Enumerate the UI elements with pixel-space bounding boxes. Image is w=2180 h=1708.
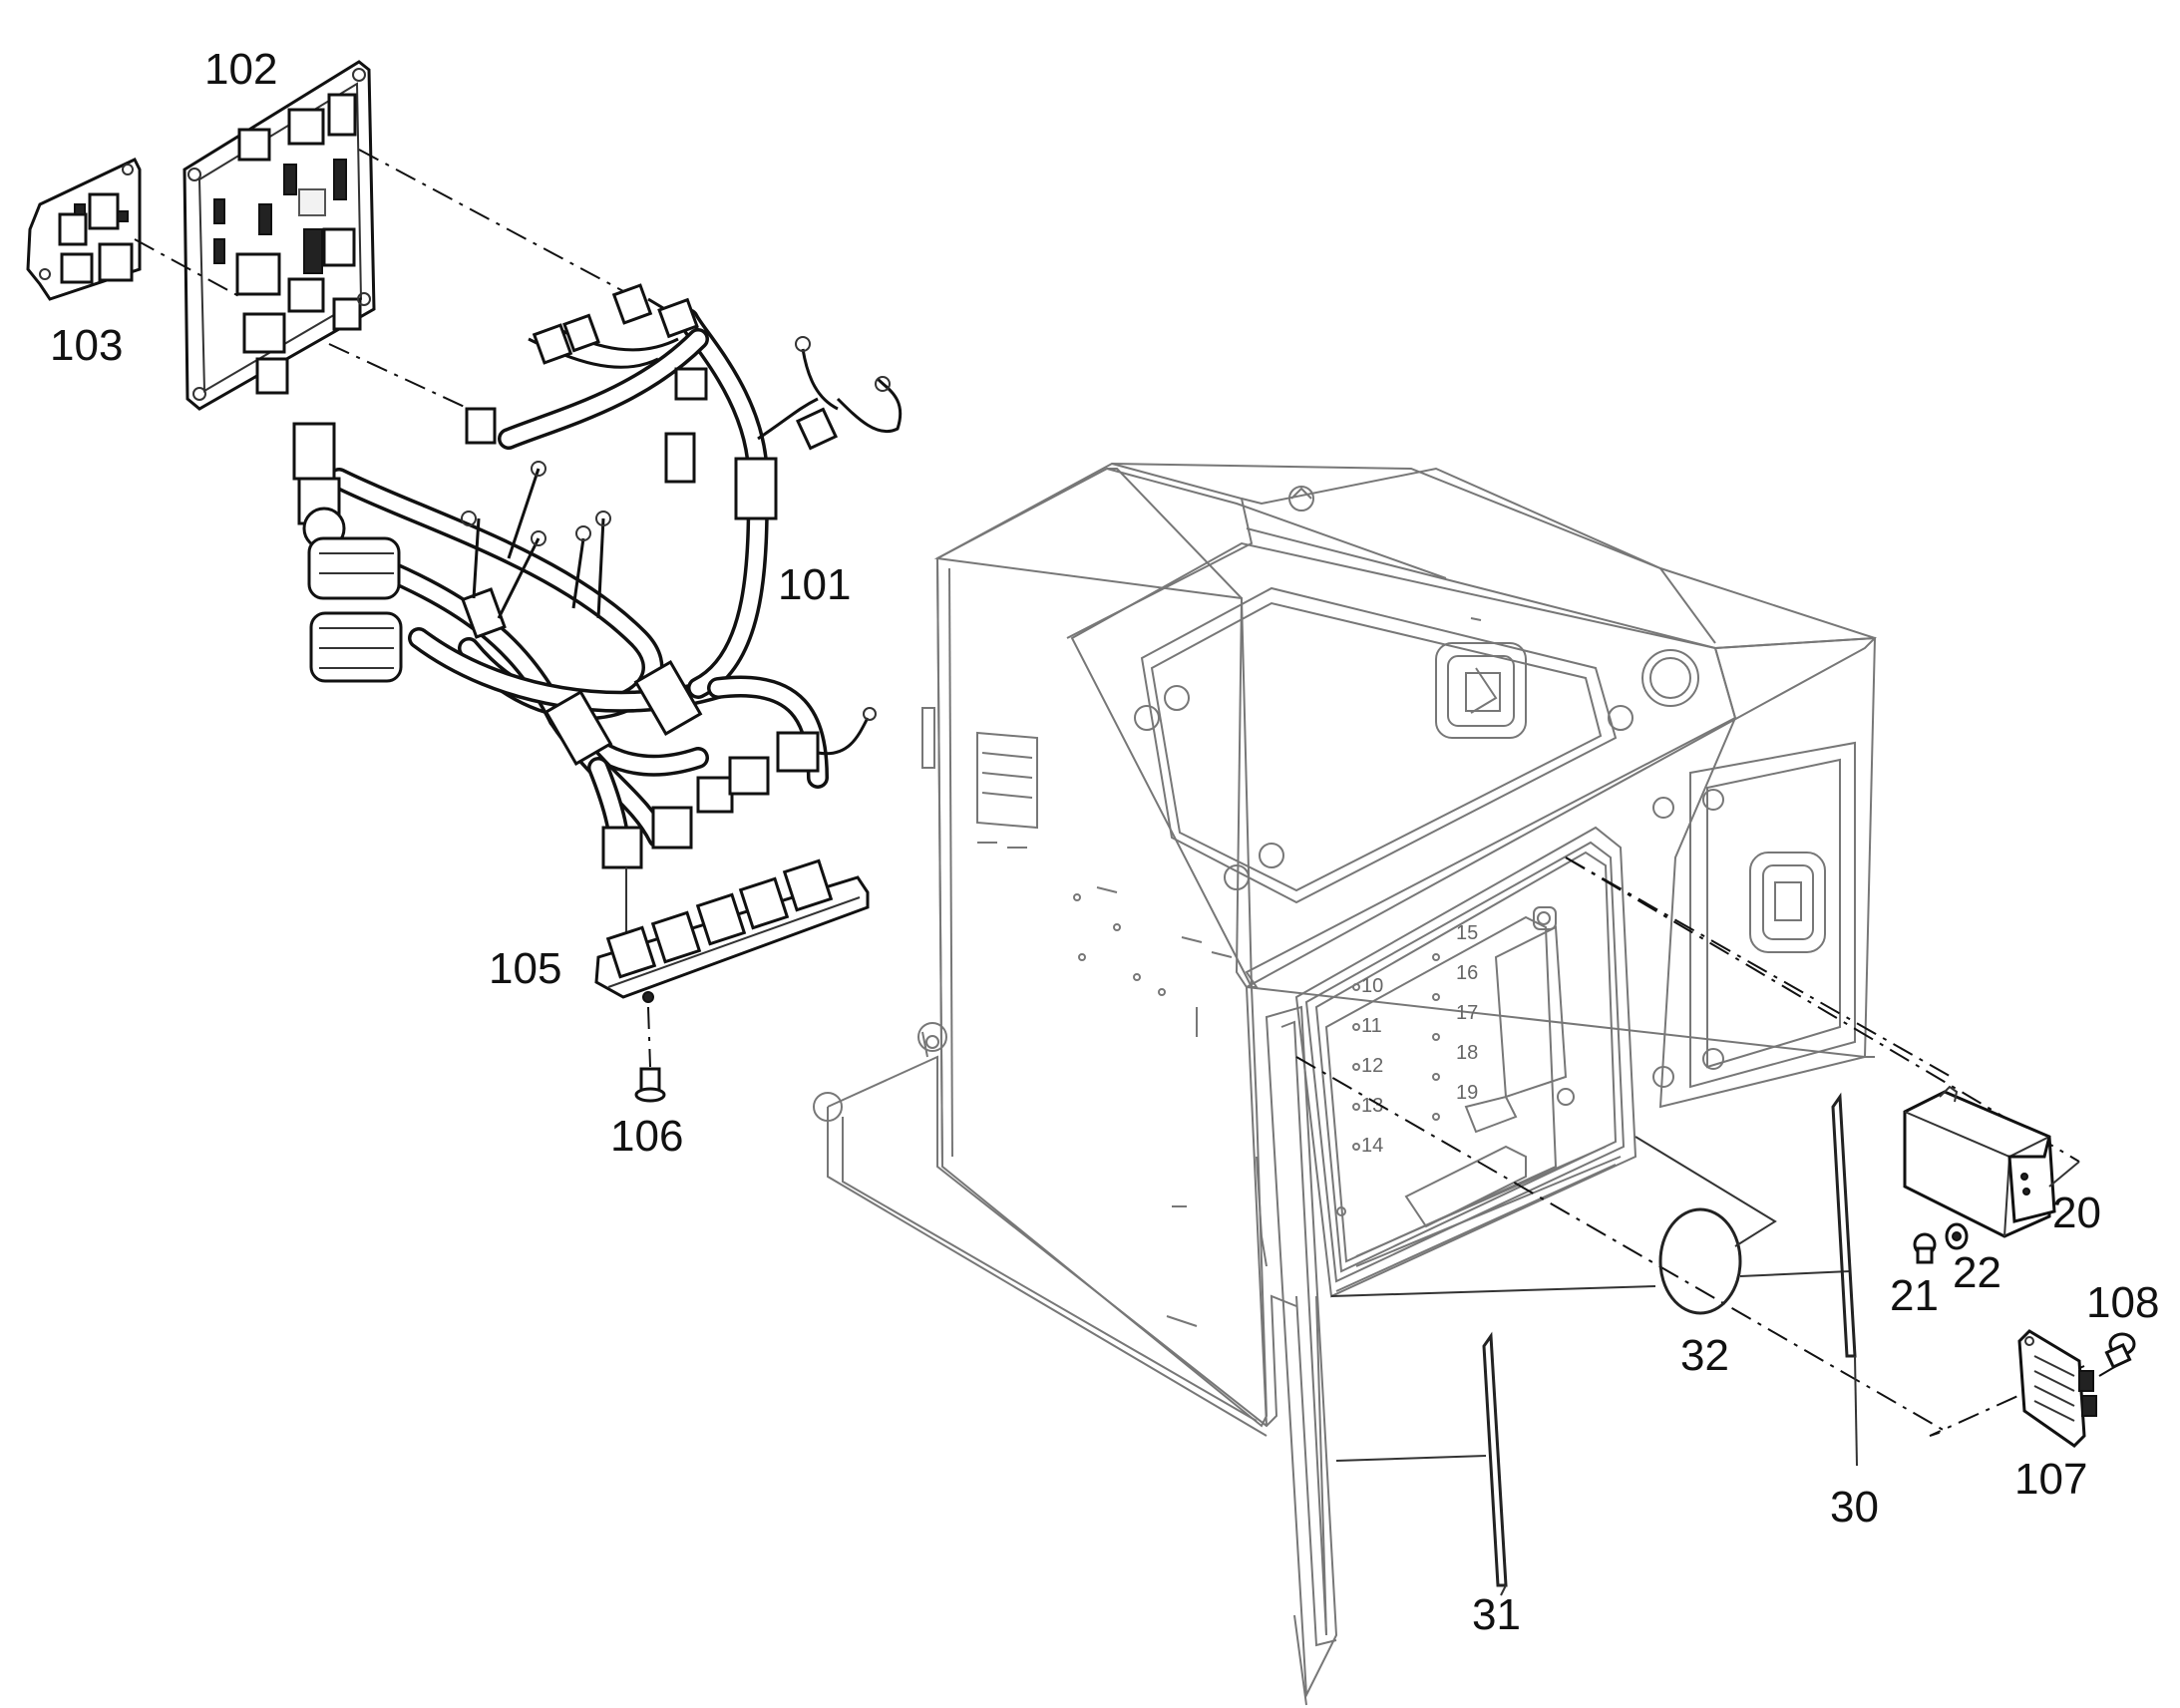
part-21-screw xyxy=(1913,1232,1937,1264)
terminal-18: 18 xyxy=(1456,1042,1478,1064)
callout-21: 21 xyxy=(1890,1271,1939,1320)
terminal-numbers: 10 11 12 13 14 15 16 17 18 19 xyxy=(1361,922,1478,1157)
part-101-wiring-harness xyxy=(292,283,903,937)
part-107-small-board xyxy=(2017,1329,2117,1448)
part-103-relay-board xyxy=(26,158,142,301)
part-108-screw xyxy=(2104,1332,2136,1370)
callout-20: 20 xyxy=(2052,1189,2101,1237)
callout-22: 22 xyxy=(1953,1248,2001,1297)
callout-107: 107 xyxy=(2014,1455,2088,1504)
terminal-10: 10 xyxy=(1361,975,1383,997)
terminal-12: 12 xyxy=(1361,1055,1383,1077)
callout-31: 31 xyxy=(1472,1590,1521,1639)
part-31-seal-strip xyxy=(1335,1331,1508,1587)
terminal-19: 19 xyxy=(1456,1082,1478,1104)
terminal-16: 16 xyxy=(1456,962,1478,984)
alignment-lines-cabinet xyxy=(1295,856,2085,1437)
callout-101: 101 xyxy=(778,560,852,609)
callout-103: 103 xyxy=(50,321,124,370)
leader-lines xyxy=(1500,1355,1858,1596)
part-106-screw xyxy=(634,1067,666,1103)
part-30-seal-strip xyxy=(1831,1092,1857,1358)
part-105-terminal-block xyxy=(594,858,870,1068)
callout-102: 102 xyxy=(204,45,278,94)
part-32-round-seal xyxy=(1330,1136,1851,1315)
cabinet-housing xyxy=(813,462,1877,1706)
part-20-relay-module xyxy=(1903,1085,2080,1238)
part-102-control-board xyxy=(182,60,376,411)
terminal-13: 13 xyxy=(1361,1095,1383,1117)
callout-30: 30 xyxy=(1830,1483,1879,1532)
terminal-15: 15 xyxy=(1456,922,1478,944)
callout-32: 32 xyxy=(1680,1331,1729,1380)
part-22-washer xyxy=(1945,1222,1969,1250)
callout-105: 105 xyxy=(489,944,562,993)
alignment-lines-boards xyxy=(134,149,639,410)
terminal-17: 17 xyxy=(1456,1002,1478,1024)
terminal-14: 14 xyxy=(1361,1135,1383,1157)
terminal-11: 11 xyxy=(1361,1015,1382,1037)
callout-108: 108 xyxy=(2086,1278,2160,1327)
callout-106: 106 xyxy=(610,1112,684,1161)
